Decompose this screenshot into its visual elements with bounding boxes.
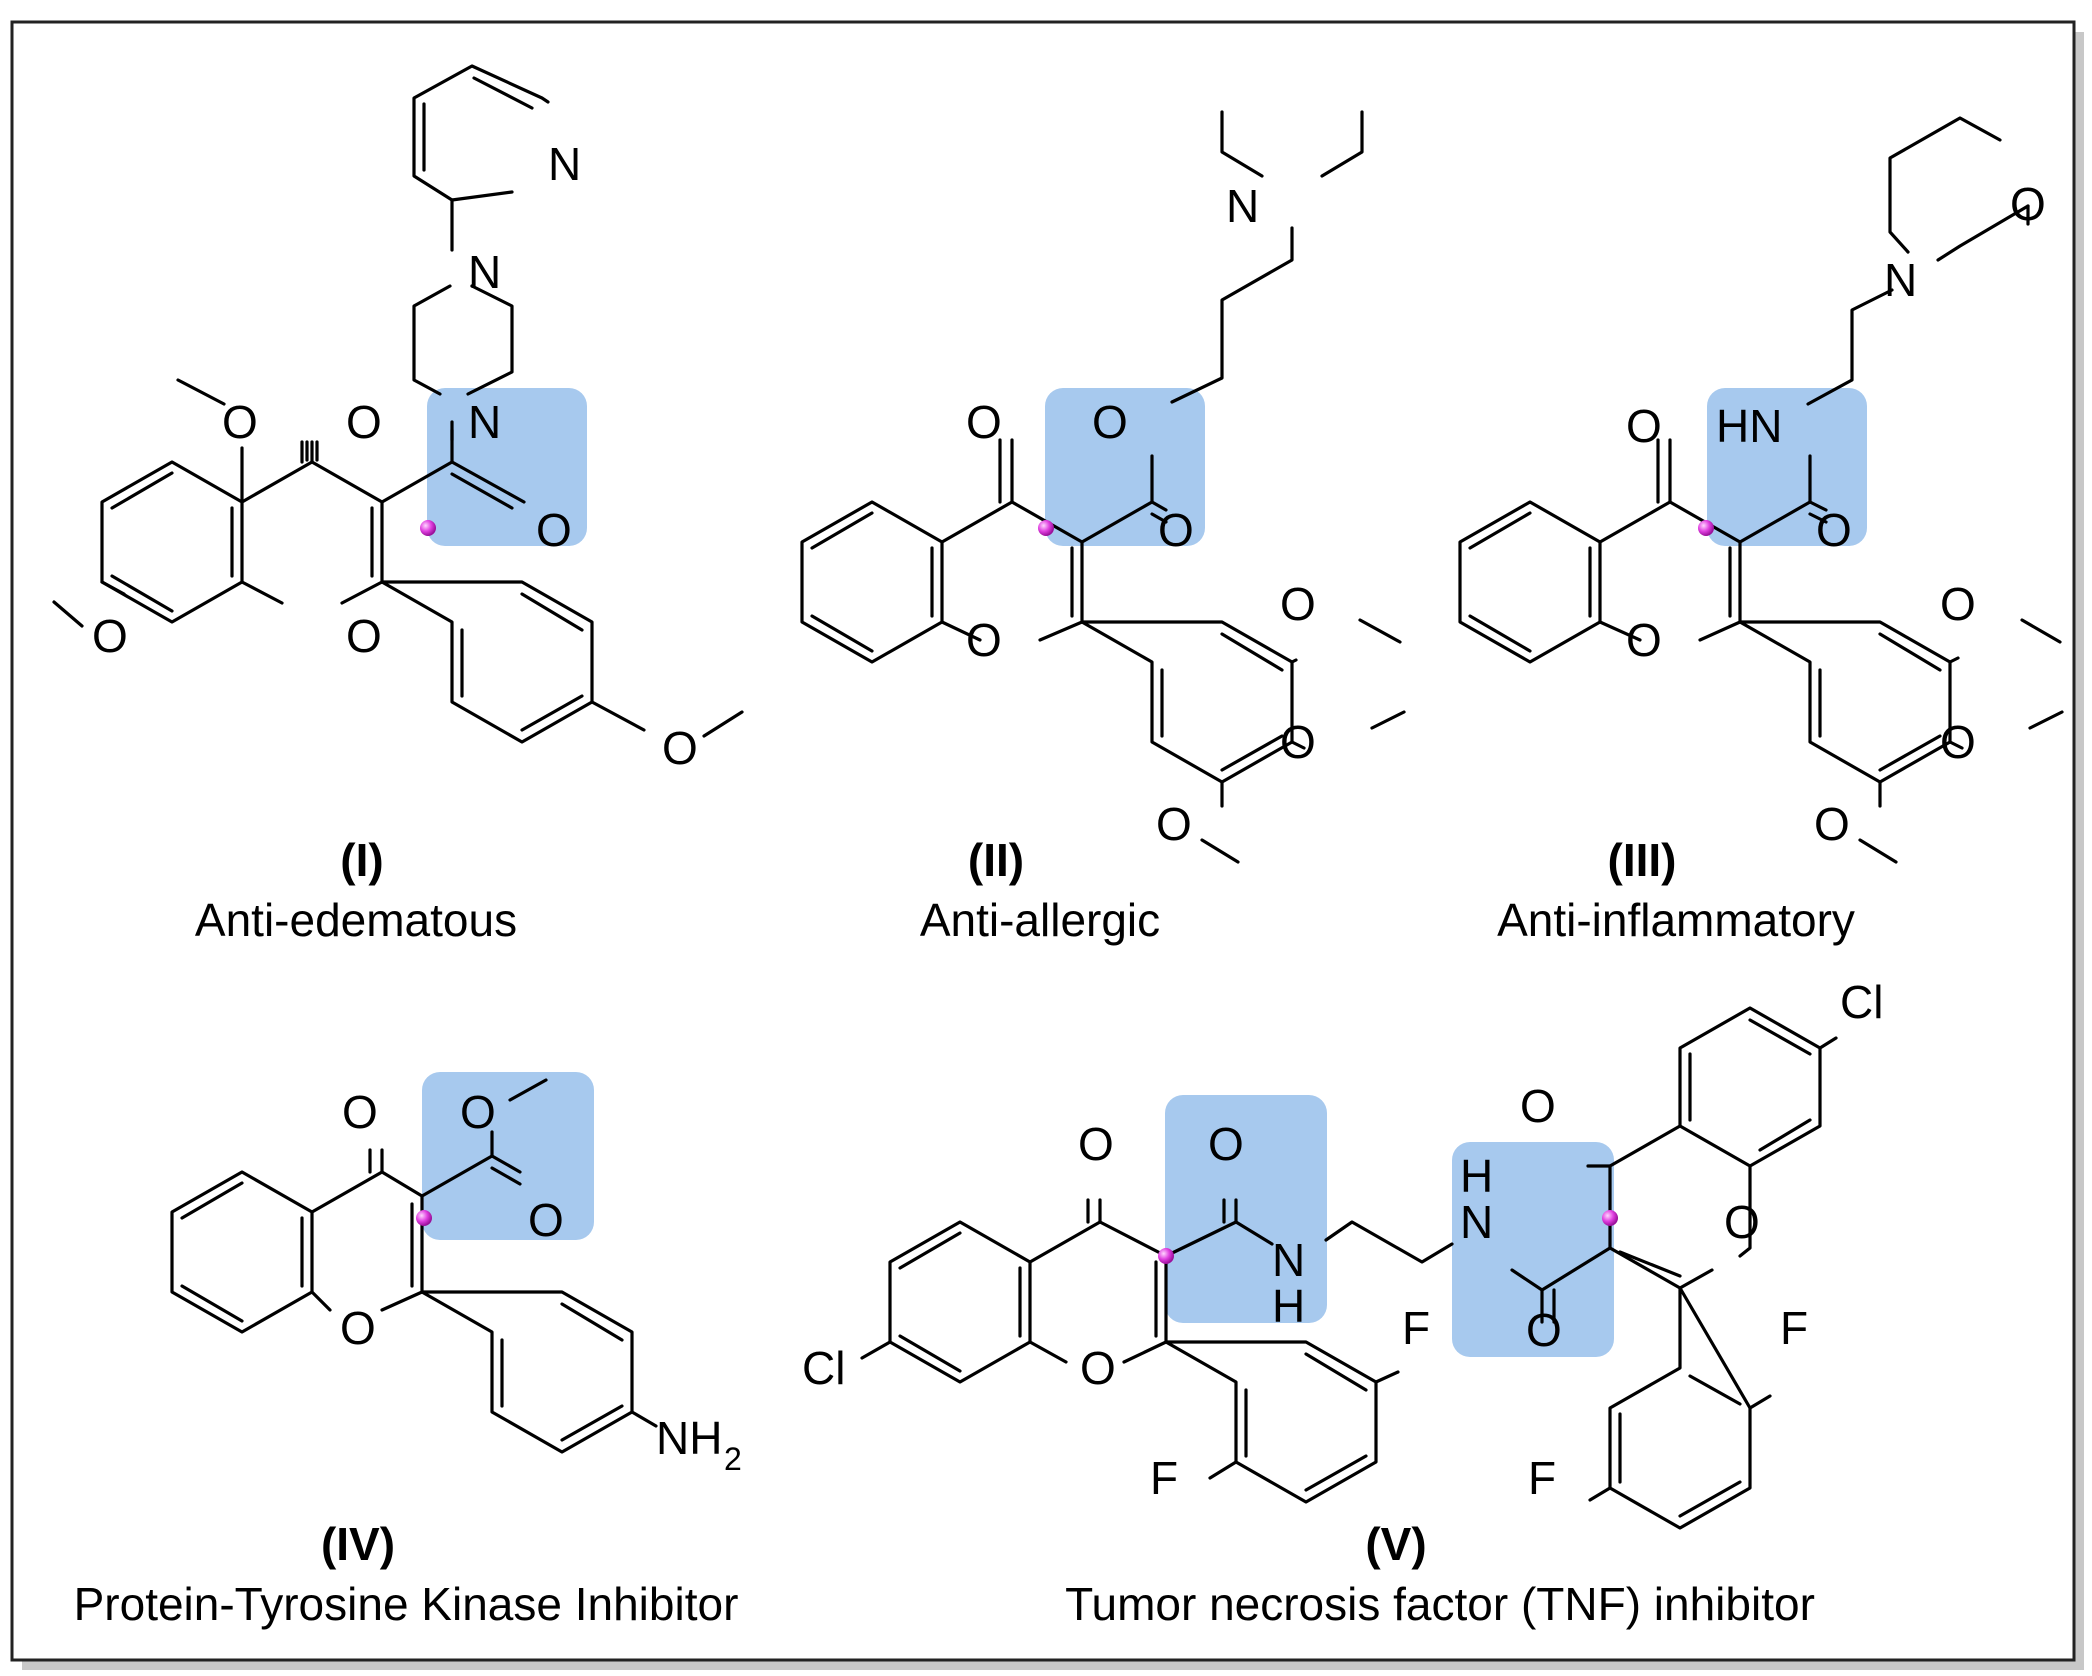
- atom-label: O: [536, 504, 572, 556]
- compound-id-III: (III): [1608, 834, 1677, 886]
- atom-label: O: [1940, 578, 1976, 630]
- atom-label: O: [966, 614, 1002, 666]
- atom-label: O: [1724, 1196, 1760, 1248]
- atom-label: O: [1280, 578, 1316, 630]
- highlight-amide-V-left: [1165, 1095, 1327, 1323]
- compound-activity-IV: Protein-Tyrosine Kinase Inhibitor: [74, 1578, 739, 1630]
- atom-label: O: [460, 1086, 496, 1138]
- atom-label: O: [1208, 1118, 1244, 1170]
- frame: [10, 20, 2076, 1662]
- highlight-boxes: [422, 388, 1867, 1357]
- atom-label: N: [468, 246, 501, 298]
- atom-label: N: [548, 138, 581, 190]
- atom-label-subscript: 2: [724, 1441, 742, 1477]
- highlight-ester-II: [1045, 388, 1205, 546]
- atom-label: O: [1816, 504, 1852, 556]
- marker-C3-IV: [416, 1210, 432, 1226]
- compound-activity-II-text: Anti-allergic: [920, 894, 1160, 946]
- atom-label: O: [528, 1194, 564, 1246]
- atom-label: F: [1402, 1302, 1430, 1354]
- atom-label: H: [1272, 1280, 1305, 1332]
- compound-id-II: (II): [968, 834, 1024, 886]
- atom-label: HN: [1716, 400, 1782, 452]
- marker-C3-I: [420, 520, 436, 536]
- atom-label: O: [1526, 1304, 1562, 1356]
- atom-label: O: [1626, 614, 1662, 666]
- atom-label: O: [1520, 1080, 1556, 1132]
- atom-label: NH: [656, 1412, 722, 1464]
- structure-III: [1458, 116, 2064, 864]
- atom-label: O: [1158, 504, 1194, 556]
- marker-C3-III: [1698, 520, 1714, 536]
- atom-label: O: [2010, 178, 2046, 230]
- atom-labels: N N N O O O O O O N O O O O O O O O N HN…: [92, 138, 2046, 1504]
- atom-label: O: [222, 396, 258, 448]
- atom-label: F: [1780, 1302, 1808, 1354]
- atom-label: O: [1280, 716, 1316, 768]
- highlight-amide-III: [1707, 388, 1867, 546]
- atom-label: Cl: [802, 1342, 845, 1394]
- atom-label: F: [1528, 1452, 1556, 1504]
- marker-C3-V-left: [1158, 1248, 1174, 1264]
- atom-label: O: [966, 396, 1002, 448]
- atom-label: F: [1150, 1452, 1178, 1504]
- compound-id-IV: (IV): [321, 1518, 395, 1570]
- atom-label: O: [1940, 716, 1976, 768]
- atom-label: N: [1272, 1234, 1305, 1286]
- structure-II: [800, 110, 1406, 864]
- atom-label: O: [346, 396, 382, 448]
- atom-label: O: [342, 1086, 378, 1138]
- marker-C3-V-right: [1602, 1210, 1618, 1226]
- highlight-amide-I: [427, 388, 587, 546]
- compound-id-V: (V): [1365, 1518, 1426, 1570]
- atom-label: O: [340, 1302, 376, 1354]
- atom-label: O: [1156, 798, 1192, 850]
- atom-label: O: [1626, 400, 1662, 452]
- atom-label: H: [1460, 1150, 1493, 1202]
- compound-activity-I: Anti-edematous: [195, 894, 517, 946]
- captions: (I) Anti-edematous (II) Anti-allergic (I…: [74, 834, 1855, 1630]
- highlight-ester-IV: [422, 1072, 594, 1240]
- atom-label: O: [346, 610, 382, 662]
- atom-label: Cl: [1840, 976, 1883, 1028]
- atom-label: N: [1460, 1196, 1493, 1248]
- atom-label: O: [1092, 396, 1128, 448]
- atom-label: O: [662, 722, 698, 774]
- structure-IV: [170, 1078, 658, 1454]
- atom-label: O: [1078, 1118, 1114, 1170]
- atom-label: N: [1226, 180, 1259, 232]
- atom-label: N: [1884, 254, 1917, 306]
- atom-label: O: [92, 610, 128, 662]
- compound-activity-V: Tumor necrosis factor (TNF) inhibitor: [1065, 1578, 1815, 1630]
- atom-label: O: [1080, 1342, 1116, 1394]
- compound-activity-III: Anti-inflammatory: [1497, 894, 1855, 946]
- structure-V: [860, 1006, 1838, 1530]
- structure-I: [52, 64, 744, 744]
- atom-label: N: [468, 396, 501, 448]
- compound-id-I: (I): [340, 834, 383, 886]
- atom-label: O: [1814, 798, 1850, 850]
- marker-C3-II: [1038, 520, 1054, 536]
- highlight-amide-V-right: [1452, 1142, 1614, 1357]
